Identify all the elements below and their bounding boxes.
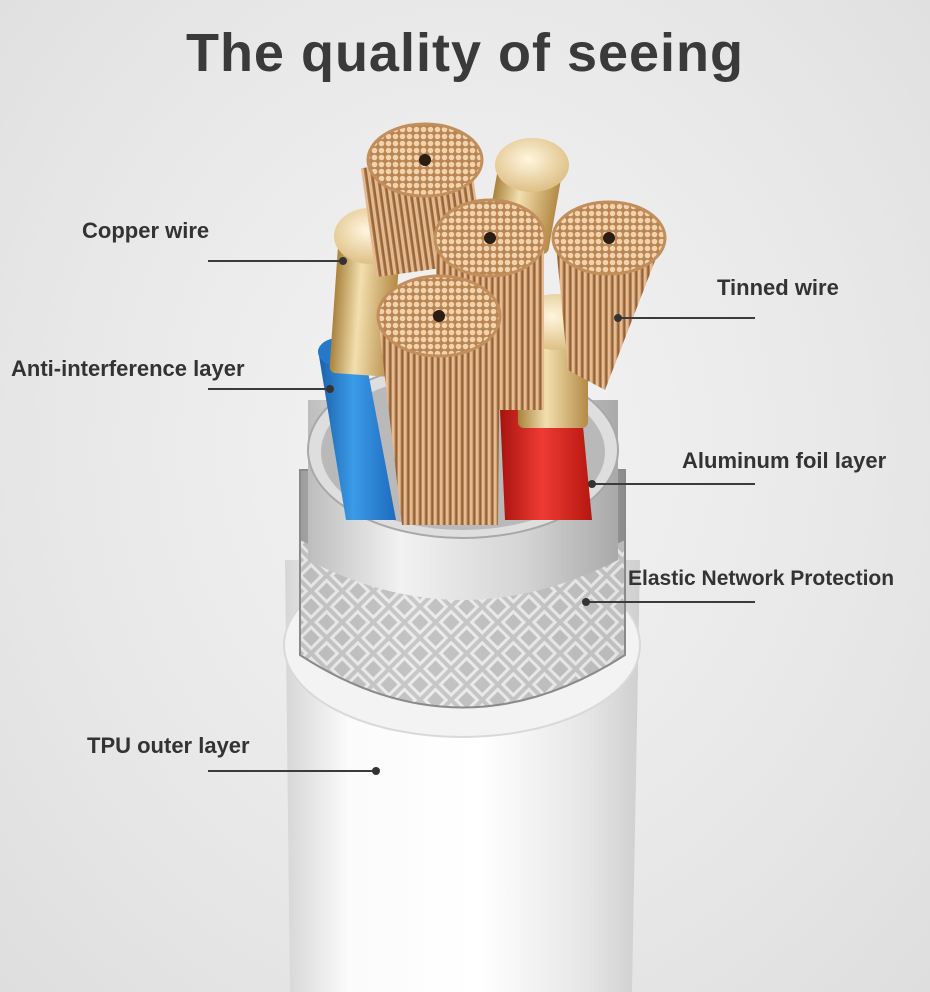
label-tinned-wire: Tinned wire <box>717 275 839 300</box>
copper-bundle-front <box>376 274 502 525</box>
label-copper-wire: Copper wire <box>82 218 210 243</box>
label-elastic-network-protection: Elastic Network Protection <box>628 567 895 590</box>
label-aluminum-foil-layer: Aluminum foil layer <box>682 448 887 473</box>
page-title: The quality of seeing <box>185 23 745 83</box>
label-anti-interference-layer: Anti-interference layer <box>11 356 245 381</box>
copper-bundle-right <box>551 200 667 390</box>
leader-lines <box>208 257 755 775</box>
label-tpu-outer-layer: TPU outer layer <box>87 733 250 758</box>
